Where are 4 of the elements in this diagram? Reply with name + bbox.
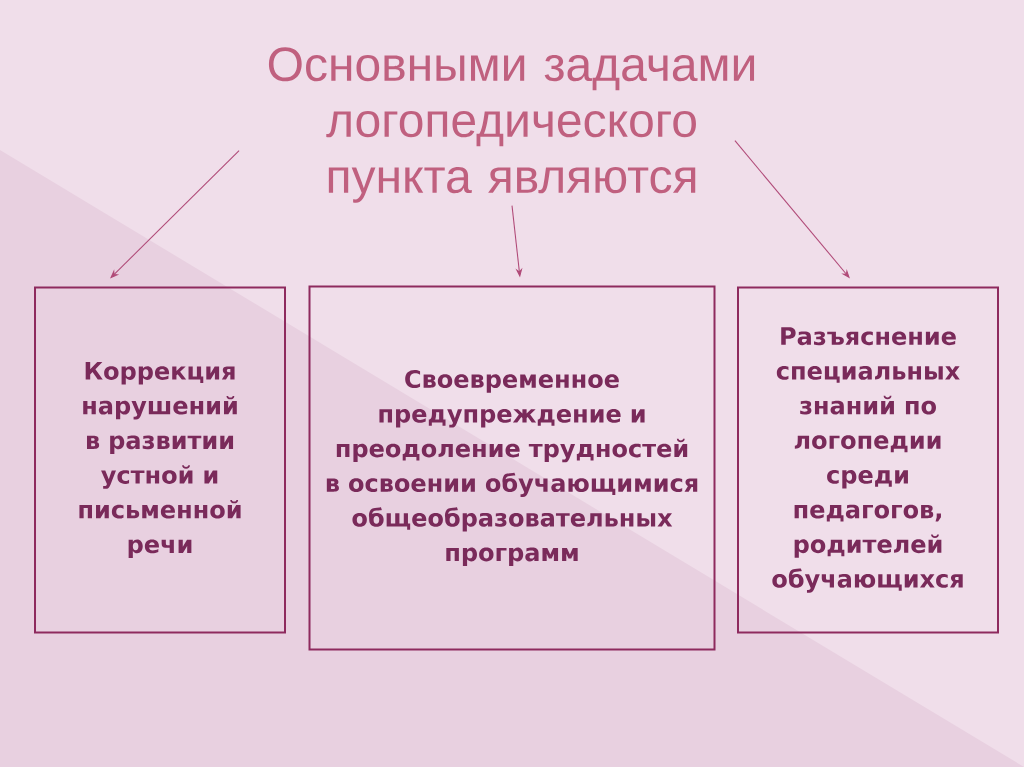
title-text: Основными задачами логопедического пункта являются	[268, 47, 755, 203]
task-box: Разъяснение специальных знаний по логопедии среди педагогов, родителей обучающихся	[737, 286, 999, 634]
task-box: Своевременное предупреждение и преодоление трудностей в освоении обучающимися общеобразовательных программ	[308, 285, 716, 651]
task-box: Коррекция нарушений в развитии устной и письменной речи	[34, 286, 286, 634]
